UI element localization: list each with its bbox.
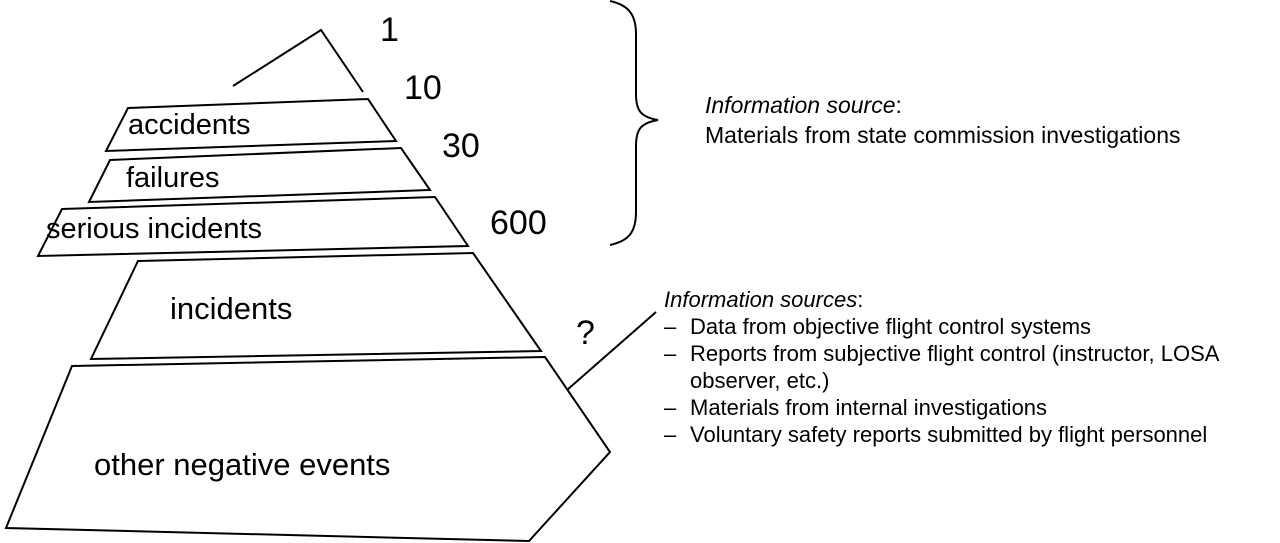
- bullet-text: Voluntary safety reports submitted by fl…: [690, 422, 1208, 447]
- layer-accidents-shape: [104, 97, 398, 153]
- layer-incidents-shape: [89, 251, 543, 361]
- info-source-heading: Information source: [705, 92, 896, 118]
- layer-failures-shape: [87, 146, 432, 204]
- bullet-dash: –: [664, 314, 677, 339]
- info-source-heading-line: Information source:: [705, 90, 1265, 120]
- layer-label-serious-incidents: serious incidents: [46, 213, 262, 245]
- info-source-note: Information source: Materials from state…: [705, 90, 1265, 150]
- info-source-colon: :: [895, 92, 902, 118]
- pyramid-apex-outline: [232, 28, 364, 93]
- layer-label-incidents: incidents: [170, 291, 293, 326]
- count-serious-incidents-30: 30: [442, 127, 480, 165]
- count-failures-10: 10: [404, 69, 442, 107]
- bullet-text: Materials from internal investigations: [690, 395, 1048, 420]
- curly-brace-icon: [609, 0, 659, 246]
- info-sources-heading-line: Information sources:: [664, 286, 1278, 313]
- info-source-body: Materials from state commission investig…: [705, 122, 1181, 148]
- bullet-text: Data from objective flight control syste…: [690, 314, 1092, 339]
- layer-serious-incidents-shape: [36, 195, 470, 258]
- layer-label-other-negative-events: other negative events: [94, 447, 391, 482]
- bullet-item-internal-investigations: – Materials from internal investigations: [664, 394, 1278, 421]
- bullet-dash: –: [664, 341, 677, 366]
- count-accidents-1: 1: [380, 11, 399, 49]
- layer-label-accidents: accidents: [128, 109, 251, 141]
- bullet-item-objective-systems: – Data from objective flight control sys…: [664, 313, 1278, 340]
- layer-label-failures: failures: [126, 162, 220, 194]
- info-sources-note: Information sources: – Data from objecti…: [664, 286, 1278, 448]
- bullet-dash: –: [664, 395, 677, 420]
- leader-line: [566, 311, 657, 391]
- bullet-text: Reports from subjective flight control (…: [690, 341, 1219, 393]
- count-incidents-600: 600: [490, 204, 547, 242]
- bullet-dash: –: [664, 422, 677, 447]
- info-sources-heading: Information sources: [664, 287, 858, 312]
- info-sources-colon: :: [857, 287, 864, 312]
- bullet-item-voluntary-reports: – Voluntary safety reports submitted by …: [664, 421, 1278, 448]
- layer-other-negative-events-shape: [4, 355, 612, 543]
- bullet-item-subjective-reports: – Reports from subjective flight control…: [664, 340, 1278, 394]
- count-other-unknown: ?: [576, 314, 595, 352]
